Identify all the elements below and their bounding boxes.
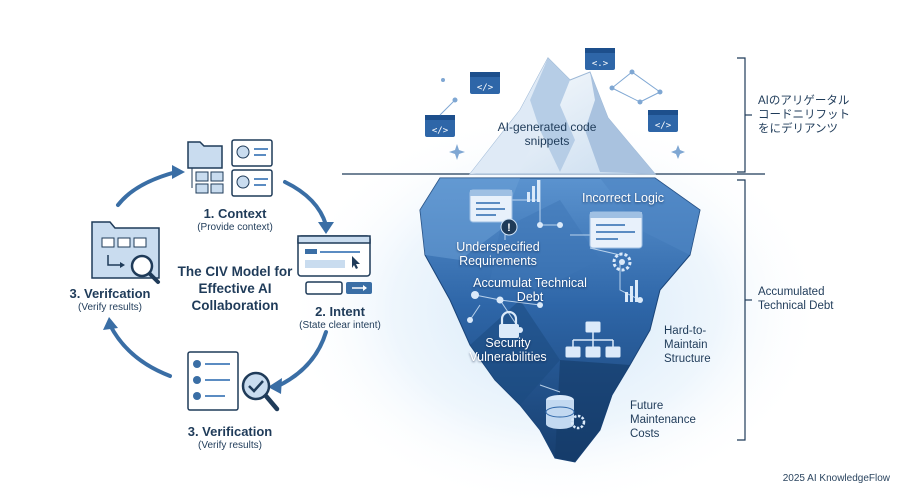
context-subtitle: (Provide context)	[197, 222, 273, 233]
verification-title: 3. Verification	[187, 424, 273, 439]
context-title: 1. Context	[203, 206, 267, 221]
bracket-bottom	[737, 179, 752, 441]
folder-search-icon	[91, 221, 160, 284]
hierarchy-icon	[565, 321, 621, 358]
svg-text:<.>: <.>	[592, 59, 609, 69]
svg-text:</>: </>	[655, 121, 672, 131]
code-window-icon	[469, 189, 513, 223]
intent-title: 2. Intent	[315, 304, 365, 319]
intent-window-icon	[297, 235, 371, 277]
svg-text:</>: </>	[432, 126, 449, 136]
profile-card-icon-2	[231, 169, 273, 197]
accumulat-label: Accumulat Technical Debt	[473, 276, 587, 305]
folder-icon	[187, 141, 224, 194]
iceberg-tip	[468, 57, 657, 175]
svg-text:</>: </>	[477, 83, 494, 93]
incorrect-logic-label: Incorrect Logic	[582, 191, 664, 205]
floating-code-icon-4: </>	[648, 110, 678, 132]
verifcation-subtitle: (Verify results)	[78, 302, 142, 313]
iceberg-tip-label: AI-generated code snippets	[497, 120, 597, 149]
constellation	[439, 71, 661, 116]
underspecified-label: Underspecified Requirements	[456, 240, 540, 269]
civ-model-title: The CIV Model for Effective AI Collabora…	[177, 264, 293, 313]
verifcation-title: 3. Verifcation	[69, 286, 151, 301]
constellation-nodes	[441, 69, 663, 105]
iceberg-underwater	[419, 177, 701, 463]
checklist-icon	[187, 351, 239, 411]
floating-code-icon-3: </>	[425, 115, 455, 137]
database-icon	[545, 395, 586, 430]
bar-chart-icon	[527, 180, 540, 202]
profile-card-icon	[231, 139, 273, 167]
magnifier-check-icon	[241, 371, 280, 412]
hard-to-maintain-label: Hard-to- Maintain Structure	[664, 325, 711, 365]
verification-subtitle: (Verify results)	[198, 440, 262, 451]
gear-icon	[612, 252, 632, 272]
intent-subtitle: (State clear intent)	[299, 320, 381, 331]
footer-credit: 2025 AI KnowledgeFlow	[782, 473, 890, 484]
bracket-top	[737, 57, 752, 173]
intent-input-icon	[305, 281, 372, 295]
lock-icon	[499, 310, 519, 338]
logic-window-icon	[589, 211, 643, 249]
svg-text:!: !	[507, 222, 511, 234]
cycle-arrows	[108, 170, 328, 388]
warning-icon: !	[500, 218, 518, 236]
future-costs-label: Future Maintenance Costs	[630, 400, 696, 440]
right-bottom-label: Accumulated Technical Debt	[758, 286, 834, 312]
floating-code-icon-2: <.>	[585, 48, 615, 70]
right-top-label: AIのアリゲータル コードニリフット をにデリアンツ	[758, 95, 850, 135]
sparkle-icons	[449, 144, 685, 160]
bar-chart-icon-2	[625, 280, 638, 302]
floating-code-icon-1: </>	[470, 72, 500, 94]
cycle-arrowheads	[103, 165, 334, 394]
security-label: Security Vulnerabilities	[469, 336, 547, 365]
